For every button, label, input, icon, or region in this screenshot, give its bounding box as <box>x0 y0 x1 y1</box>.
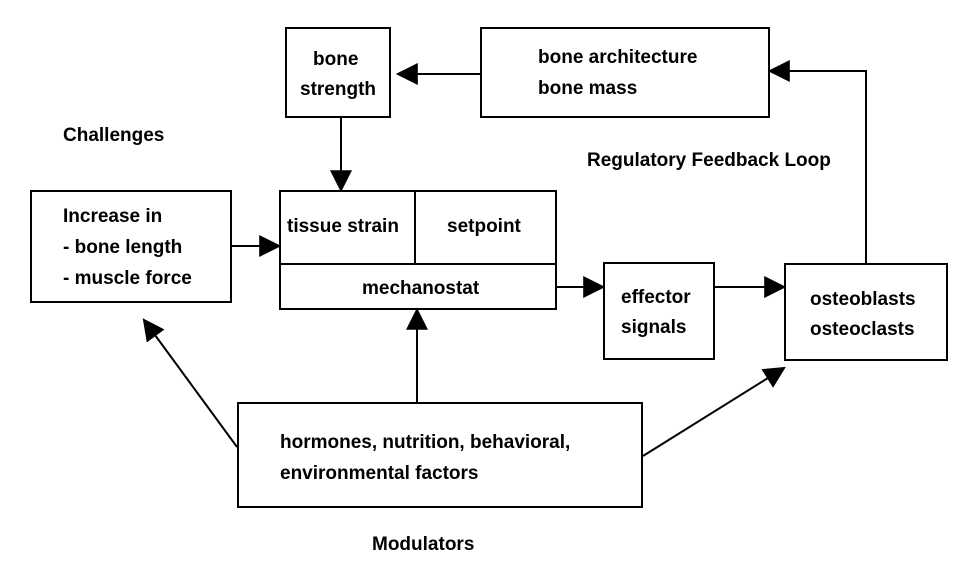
bone-strength-box: bone strength <box>285 27 391 118</box>
mechanostat-divider-horizontal <box>281 263 555 265</box>
modulators-box-line1: hormones, nutrition, behavioral, <box>280 432 571 453</box>
mechanostat-box: tissue strain setpoint mechanostat <box>279 190 557 310</box>
cells-line1: osteoblasts <box>810 289 916 310</box>
mechanostat-divider-vertical <box>414 192 416 263</box>
challenges-box: Increase in - bone length - muscle force <box>30 190 232 303</box>
arrow-feedback-loop <box>767 60 867 263</box>
modulators-box-line2: environmental factors <box>280 463 479 484</box>
bone-architecture-line1: bone architecture <box>538 47 698 68</box>
tissue-strain-label: tissue strain <box>287 216 399 237</box>
arrow-modulators-to-challenges <box>142 318 238 448</box>
challenges-label: Challenges <box>63 125 165 146</box>
effector-line1: effector <box>621 287 691 308</box>
modulators-label: Modulators <box>372 534 475 555</box>
modulators-box: hormones, nutrition, behavioral, environ… <box>237 402 643 508</box>
feedback-loop-label: Regulatory Feedback Loop <box>587 150 831 171</box>
challenges-box-line1: Increase in <box>63 206 163 227</box>
mechanostat-label: mechanostat <box>362 278 480 299</box>
challenges-box-line3: - muscle force <box>63 268 192 289</box>
arrow-modulators-to-cells <box>642 366 786 457</box>
setpoint-label: setpoint <box>447 216 521 237</box>
bone-architecture-box: bone architecture bone mass <box>480 27 770 118</box>
bone-cells-box: osteoblasts osteoclasts <box>784 263 948 361</box>
bone-strength-line2: strength <box>300 79 376 100</box>
effector-line2: signals <box>621 317 687 338</box>
challenges-box-line2: - bone length <box>63 237 183 258</box>
bone-architecture-line2: bone mass <box>538 78 638 99</box>
cells-line2: osteoclasts <box>810 319 915 340</box>
effector-signals-box: effector signals <box>603 262 715 360</box>
bone-strength-line1: bone <box>313 49 359 70</box>
